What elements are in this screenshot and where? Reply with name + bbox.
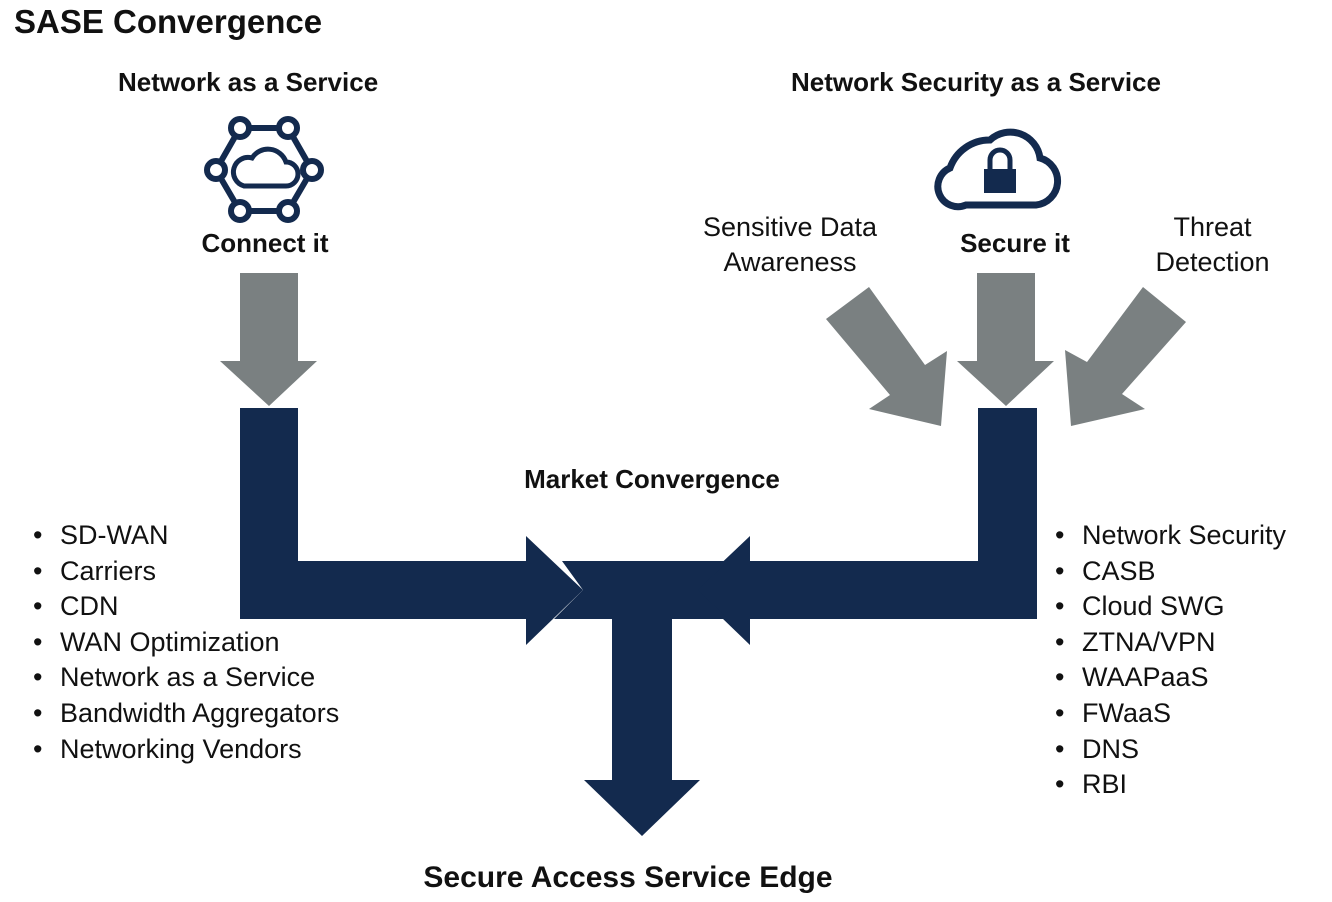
list-item: Carriers (33, 554, 339, 590)
list-item: SD-WAN (33, 518, 339, 554)
market-convergence-label: Market Convergence (524, 464, 780, 494)
nsaas-heading: Network Security as a Service (791, 67, 1161, 97)
cloud-lock-icon (934, 128, 1062, 211)
list-item: CDN (33, 589, 339, 625)
connect-down-arrow (220, 273, 317, 406)
list-item: Network as a Service (33, 660, 339, 696)
list-item: Cloud SWG (1055, 589, 1286, 625)
page-title: SASE Convergence (14, 3, 323, 40)
list-item: WAN Optimization (33, 625, 339, 661)
naas-vendor-list: SD-WAN Carriers CDN WAN Optimization Net… (33, 518, 339, 767)
right-convergence-arrow (693, 408, 1037, 645)
list-item: WAAPaaS (1055, 660, 1286, 696)
market-convergence-hub (554, 561, 728, 836)
list-item: Networking Vendors (33, 732, 339, 768)
list-item: Bandwidth Aggregators (33, 696, 339, 732)
secure-it-label: Secure it (960, 228, 1070, 258)
network-cloud-hexagon-icon (204, 116, 324, 223)
sensitive-data-awareness-label: Sensitive Data Awareness (702, 212, 878, 277)
threat-detection-label: Threat Detection (1155, 212, 1270, 277)
list-item: FWaaS (1055, 696, 1286, 732)
list-item: ZTNA/VPN (1055, 625, 1286, 661)
threat-detection-arrow (1065, 287, 1186, 426)
sase-result-label: Secure Access Service Edge (423, 861, 833, 894)
naas-heading: Network as a Service (118, 67, 379, 97)
list-item: DNS (1055, 732, 1286, 768)
nsaas-vendor-list: Network Security CASB Cloud SWG ZTNA/VPN… (1055, 518, 1286, 803)
list-item: RBI (1055, 767, 1286, 803)
sensitive-data-arrow (826, 287, 947, 426)
secure-down-arrow (957, 273, 1054, 406)
list-item: Network Security (1055, 518, 1286, 554)
connect-it-label: Connect it (201, 228, 329, 258)
list-item: CASB (1055, 554, 1286, 590)
